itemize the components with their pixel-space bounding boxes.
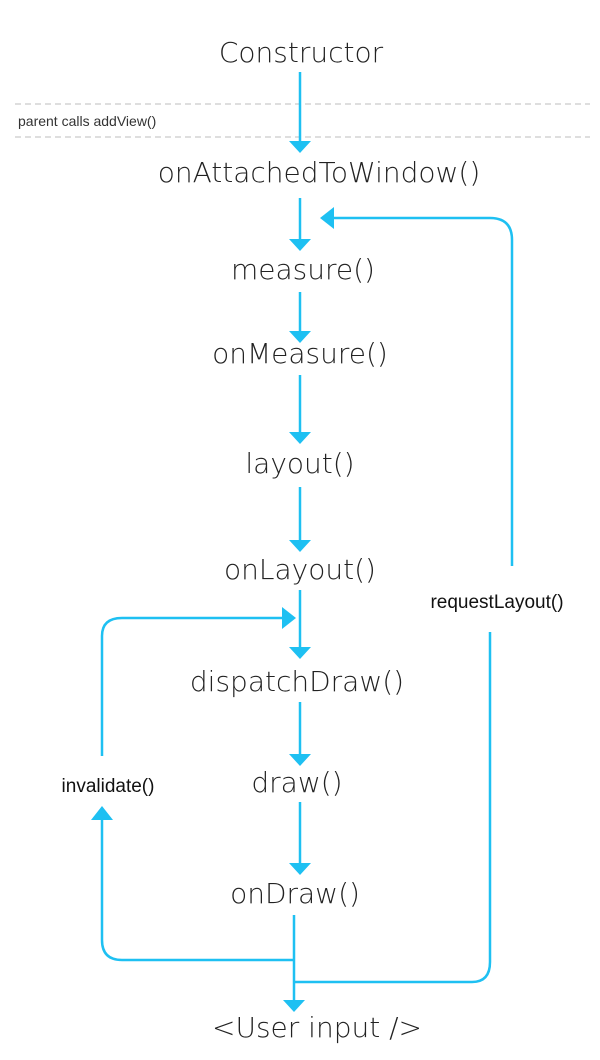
- node-on-measure: onMeasure(): [212, 337, 388, 370]
- invalidate-loop: [91, 607, 296, 962]
- label-request-layout: requestLayout(): [430, 592, 563, 613]
- parent-calls-addview-note: parent calls addView(): [18, 113, 156, 129]
- node-layout: layout(): [245, 447, 354, 480]
- node-on-attached-to-window: onAttachedToWindow(): [158, 156, 481, 189]
- node-user-input: <User input />: [212, 1011, 422, 1044]
- label-invalidate: invalidate(): [62, 776, 155, 797]
- request-layout-loop: [294, 207, 514, 984]
- node-dispatch-draw: dispatchDraw(): [190, 665, 404, 698]
- node-on-draw: onDraw(): [230, 877, 360, 910]
- node-draw: draw(): [251, 766, 342, 799]
- node-measure: measure(): [231, 253, 375, 286]
- node-constructor: Constructor: [219, 36, 384, 69]
- node-on-layout: onLayout(): [224, 553, 376, 586]
- main-flow-arrows: [283, 72, 311, 1012]
